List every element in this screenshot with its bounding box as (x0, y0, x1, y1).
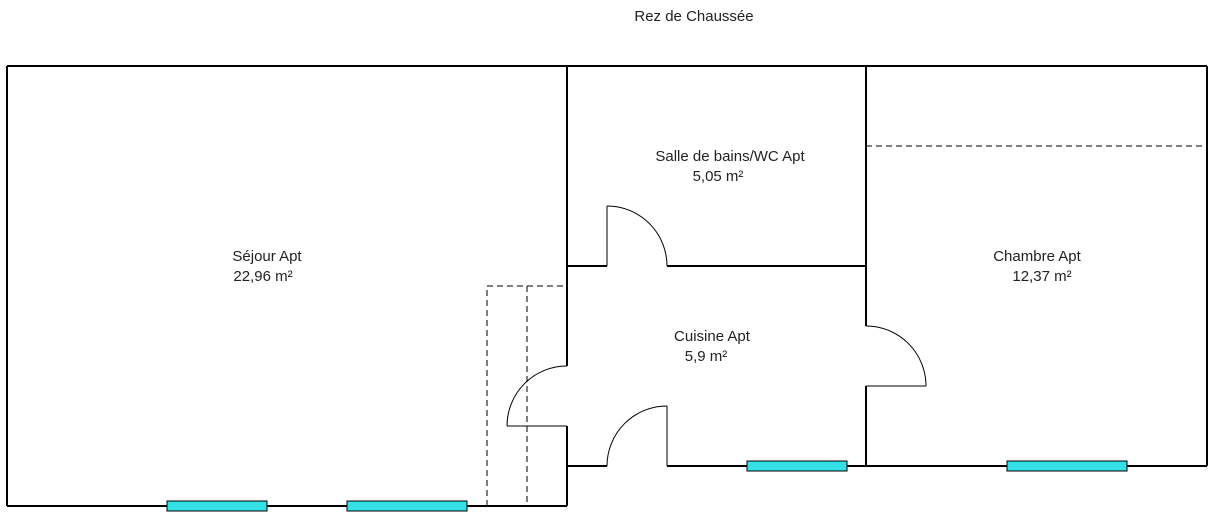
room-area: 22,96 m² (233, 268, 292, 285)
stair-outline (486, 285, 528, 507)
room-area: 5,05 m² (693, 168, 744, 185)
window-sejour-2 (346, 500, 468, 512)
room-area: 5,9 m² (685, 348, 728, 365)
windows (166, 460, 1128, 512)
room-area: 12,37 m² (1012, 268, 1071, 285)
plan-title: Rez de Chaussée (634, 8, 753, 25)
room-chambre: Chambre Apt 12,37 m² (993, 248, 1081, 285)
door-sejour-swing (506, 365, 568, 427)
window-sejour-1 (166, 500, 268, 512)
room-cuisine: Cuisine Apt 5,9 m² (674, 328, 751, 365)
room-name: Salle de bains/WC Apt (655, 148, 805, 165)
room-salle-de-bains: Salle de bains/WC Apt 5,05 m² (655, 148, 805, 185)
room-name: Chambre Apt (993, 248, 1081, 265)
door-chambre-swing (865, 325, 927, 387)
window-chambre (1006, 460, 1128, 472)
room-name: Séjour Apt (232, 248, 302, 265)
walls (6, 65, 1208, 507)
room-sejour: Séjour Apt 22,96 m² (232, 248, 302, 285)
door-sdb-swing (606, 205, 668, 267)
door-entrance-swing (606, 405, 668, 467)
doors (506, 205, 927, 467)
dashed-outlines (486, 145, 1207, 507)
window-cuisine (746, 460, 848, 472)
room-name: Cuisine Apt (674, 328, 751, 345)
